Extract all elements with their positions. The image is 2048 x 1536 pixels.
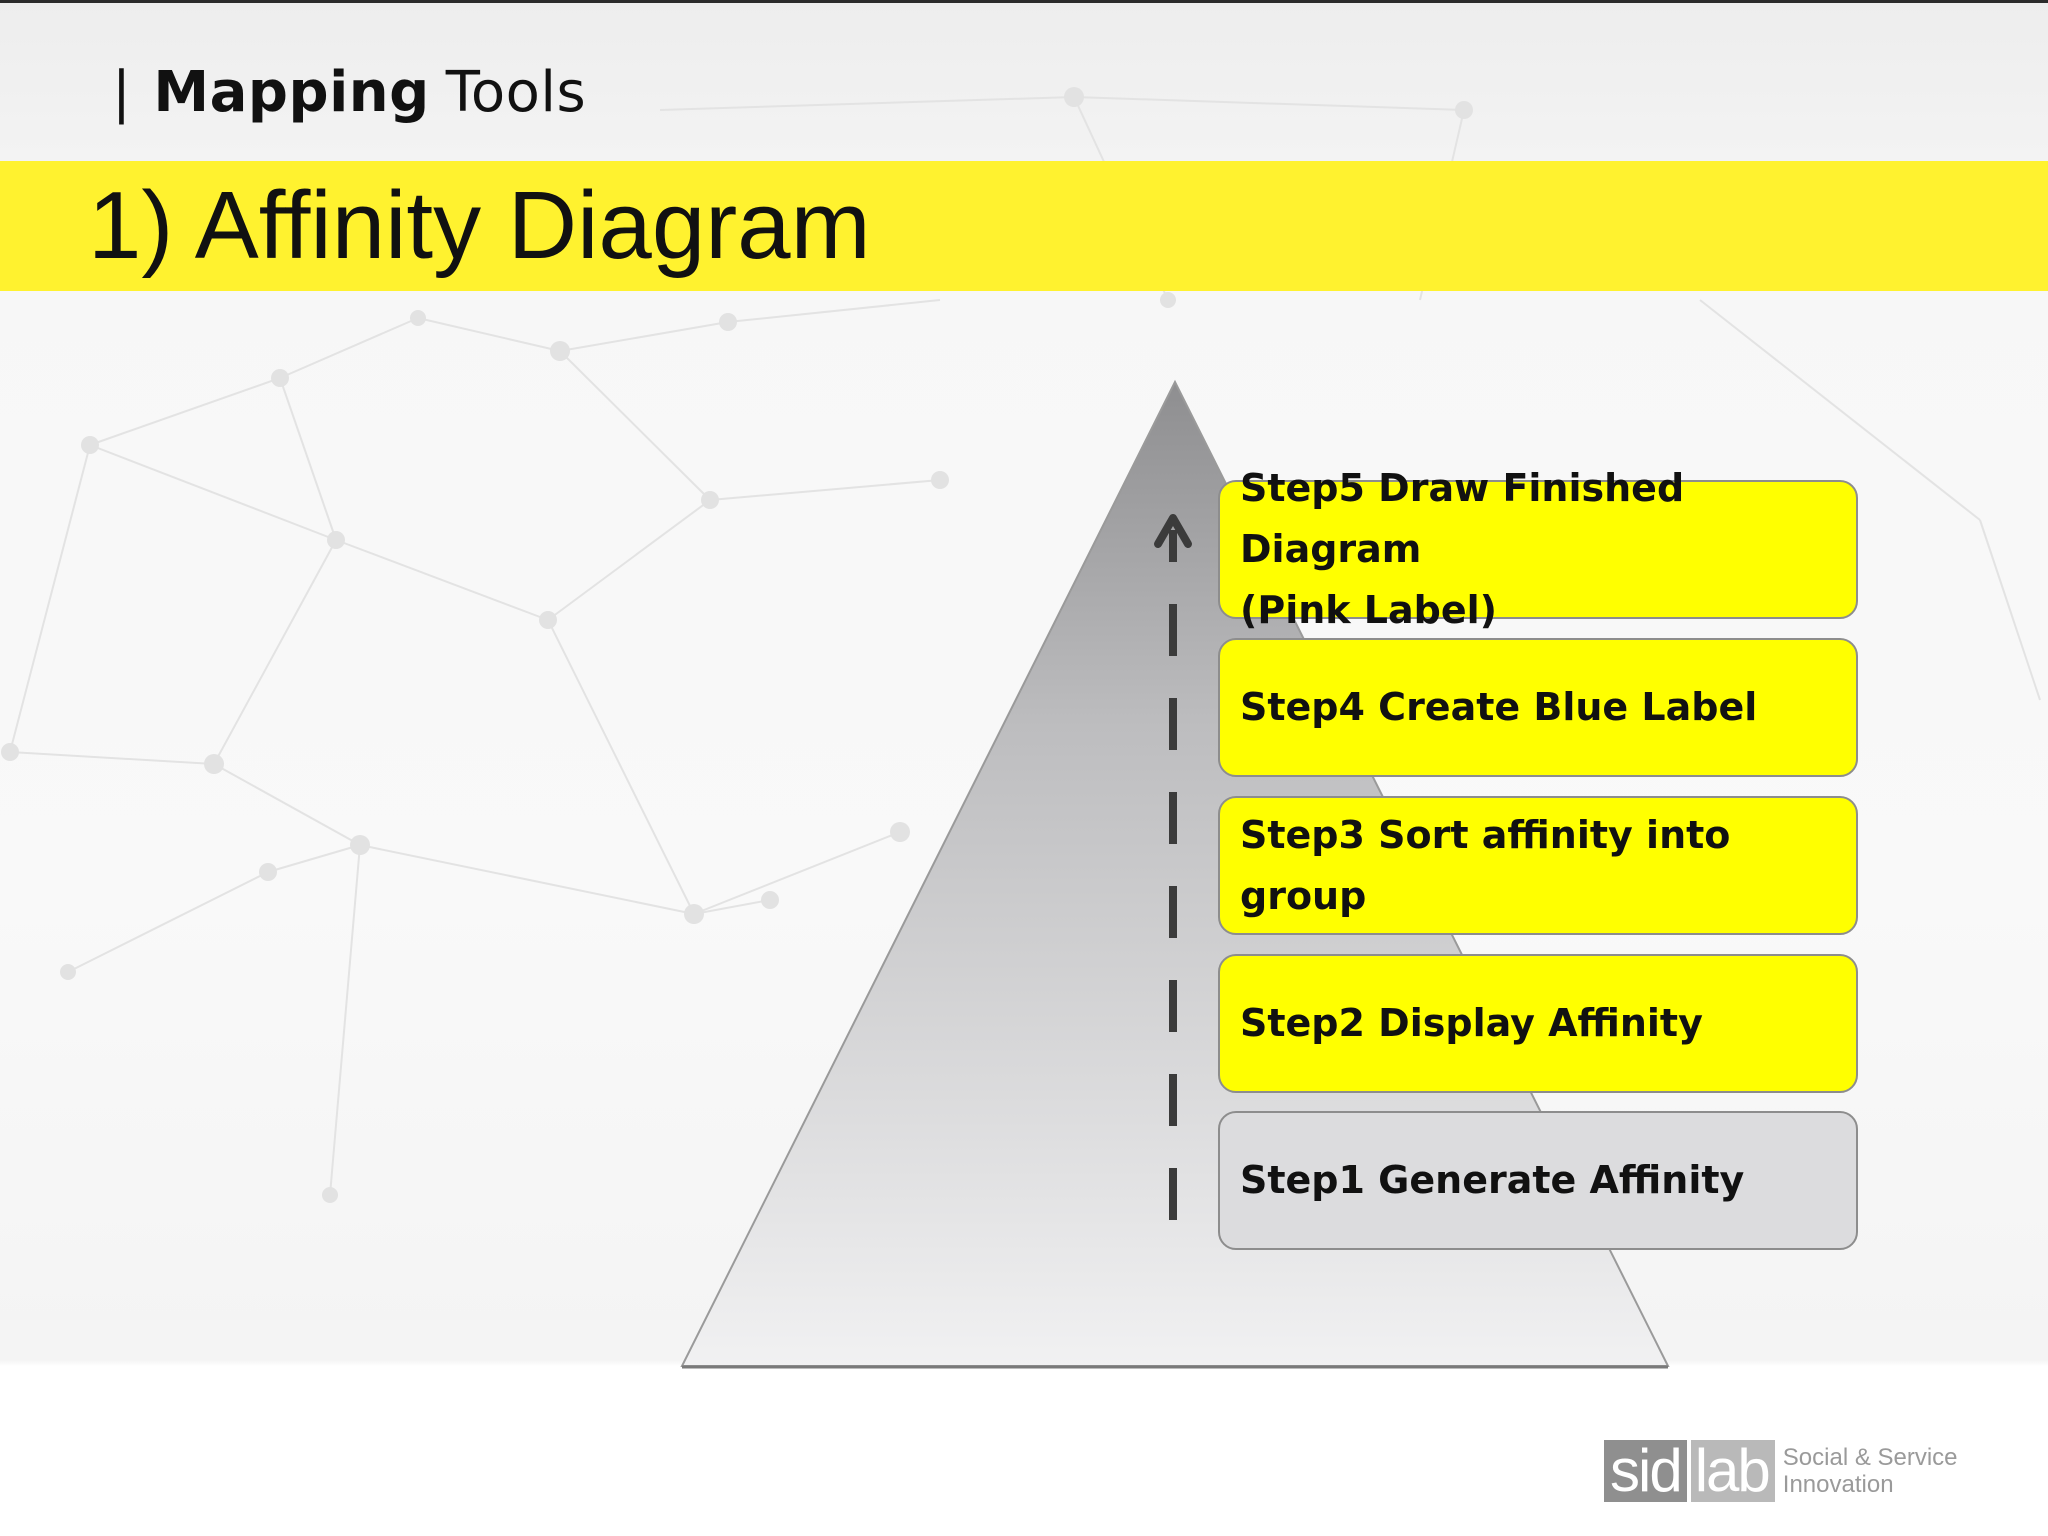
logo-sid: sid xyxy=(1604,1440,1687,1502)
step-4-label: Step4 Create Blue Label xyxy=(1240,685,1758,729)
step-3-label: Step3 Sort affinity into group xyxy=(1240,812,1731,918)
step-1-box: Step1 Generate Affinity xyxy=(1218,1111,1858,1250)
step-3-box: Step3 Sort affinity into group xyxy=(1218,796,1858,935)
header-light: Tools xyxy=(445,59,587,125)
section-header: | Mapping Tools xyxy=(112,52,586,132)
header-separator: | xyxy=(112,59,132,125)
step-5-box: Step5 Draw Finished Diagram (Pink Label) xyxy=(1218,466,1858,632)
step-4-box: Step4 Create Blue Label xyxy=(1218,638,1858,777)
logo-tagline: Social & Service Innovation xyxy=(1783,1440,1958,1498)
logo-tagline-line2: Innovation xyxy=(1782,1471,1894,1498)
top-rule xyxy=(0,0,2048,3)
progress-arrow-head xyxy=(1154,514,1192,548)
step-5-line2: (Pink Label) xyxy=(1240,588,1498,632)
logo-mark: sid lab xyxy=(1604,1440,1775,1502)
slide-title: 1) Affinity Diagram xyxy=(88,172,871,279)
step-1-label: Step1 Generate Affinity xyxy=(1240,1158,1745,1202)
logo-lab: lab xyxy=(1690,1440,1775,1502)
header-strong: Mapping xyxy=(153,59,430,125)
sidlab-logo: sid lab Social & Service Innovation xyxy=(1604,1440,1958,1502)
step-5-line1: Step5 Draw Finished Diagram xyxy=(1240,466,1685,571)
step-2-box: Step2 Display Affinity xyxy=(1218,954,1858,1093)
logo-tagline-line1: Social & Service xyxy=(1782,1444,1958,1471)
title-band xyxy=(0,161,2048,291)
step-5-label: Step5 Draw Finished Diagram (Pink Label) xyxy=(1240,458,1836,641)
step-2-label: Step2 Display Affinity xyxy=(1240,1001,1703,1045)
